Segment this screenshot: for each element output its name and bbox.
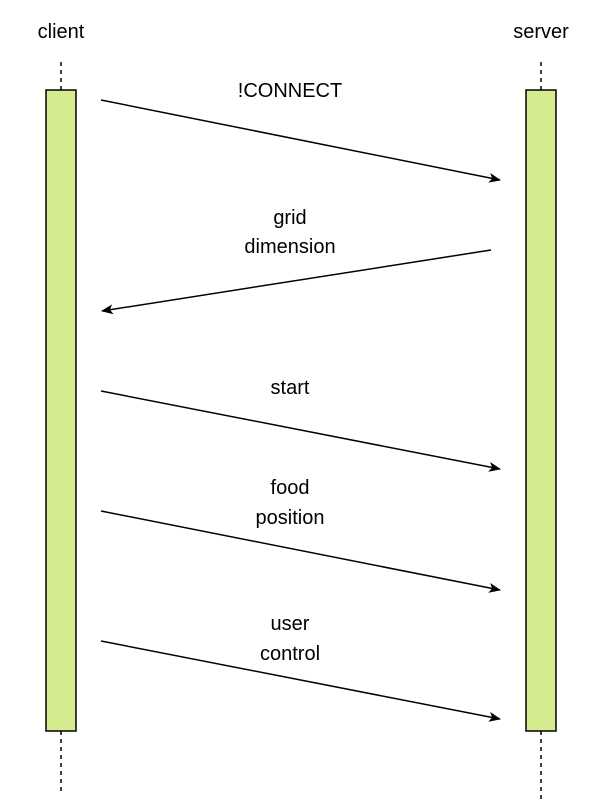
message-label-user: user (271, 613, 310, 635)
message-arrow-food-position (100, 510, 501, 593)
message-label-connect: !CONNECT (238, 80, 342, 102)
message-arrow-start (100, 390, 501, 472)
server-activation-bar (525, 89, 557, 732)
message-label-position: position (256, 507, 325, 529)
message-label-dimension: dimension (244, 236, 335, 258)
message-label-start: start (271, 377, 310, 399)
message-label-food: food (271, 477, 310, 499)
message-arrow-connect (100, 99, 501, 183)
server-participant-label: server (513, 21, 569, 43)
message-label-grid: grid (273, 207, 306, 229)
message-label-control: control (260, 643, 320, 665)
client-activation-bar (45, 89, 77, 732)
client-participant-label: client (38, 21, 85, 43)
message-arrow-grid-dimension (101, 249, 492, 315)
message-arrow-user-control (100, 640, 501, 722)
